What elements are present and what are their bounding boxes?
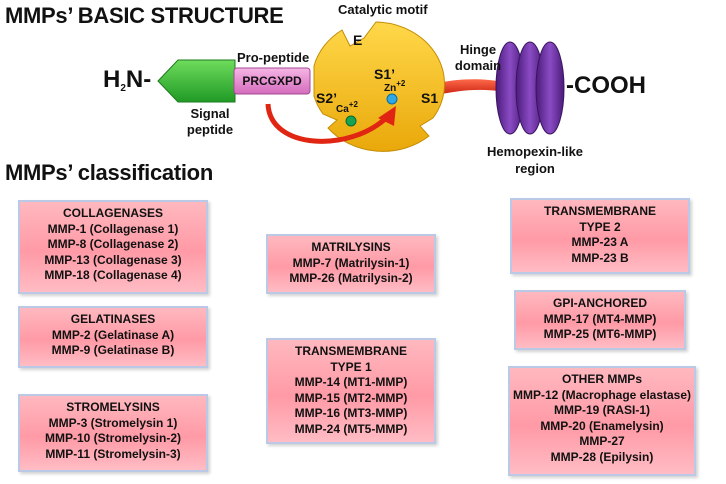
hemopexin-label: Hemopexin-like region — [480, 143, 590, 177]
class-header: TYPE 1 — [330, 359, 372, 374]
structure-title: MMPs’ BASIC STRUCTURE — [5, 3, 284, 28]
class-item: MMP-10 (Stromelysin-2) — [44, 431, 182, 446]
class-item: MMP-15 (MT2-MMP) — [294, 390, 408, 405]
pro-peptide-label: Pro-peptide — [237, 50, 310, 65]
class-item: MMP-18 (Collagenase 4) — [44, 268, 182, 283]
hinge-line2: domain — [454, 58, 502, 73]
catalytic-motif-label: Catalytic motif — [338, 2, 428, 17]
class-box-other-mmps: OTHER MMPs MMP-12 (Macrophage elastase) … — [508, 366, 696, 476]
class-item: MMP-3 (Stromelysin 1) — [48, 415, 178, 430]
class-item: MMP-14 (MT1-MMP) — [294, 375, 408, 390]
class-item: MMP-23 B — [571, 250, 629, 265]
calcium-ion — [345, 115, 357, 127]
signal-peptide-label: Signal peptide — [178, 106, 242, 138]
class-box-gpi-anchored: GPI-ANCHORED MMP-17 (MT4-MMP) MMP-25 (MT… — [514, 290, 686, 350]
s1-prime-label: S1’ — [374, 66, 396, 82]
c-terminus-label: -COOH — [566, 72, 646, 99]
signal-peptide-arrow — [157, 59, 236, 103]
s2-prime-label: S2’ — [316, 90, 338, 106]
catalytic-domain — [313, 21, 445, 152]
class-item: MMP-24 (MT5-MMP) — [294, 421, 408, 436]
class-item: MMP-26 (Matrilysin-2) — [289, 271, 413, 286]
class-header: TRANSMEMBRANE — [544, 204, 656, 218]
calcium-label: Ca+2 — [336, 100, 358, 115]
class-box-stromelysins: STROMELYSINS MMP-3 (Stromelysin 1) MMP-1… — [18, 394, 208, 472]
class-item: MMP-12 (Macrophage elastase) — [512, 387, 692, 402]
class-item: MMP-2 (Gelatinase A) — [51, 327, 175, 342]
class-box-transmembrane-type-1: TRANSMEMBRANE TYPE 1 MMP-14 (MT1-MMP) MM… — [266, 338, 436, 444]
class-box-gelatinases: GELATINASES MMP-2 (Gelatinase A) MMP-9 (… — [18, 306, 208, 368]
class-header: TRANSMEMBRANE — [295, 344, 407, 358]
class-header: MATRILYSINS — [311, 240, 391, 254]
class-item: MMP-27 — [579, 434, 625, 449]
activation-arrowhead — [378, 106, 396, 126]
pro-peptide-bar — [233, 67, 311, 95]
hemopexin-line2: region — [515, 161, 555, 176]
class-item: MMP-11 (Stromelysin-3) — [45, 446, 181, 461]
class-header: GPI-ANCHORED — [552, 296, 647, 310]
hemopexin-blade-3 — [535, 41, 565, 135]
class-header: GELATINASES — [70, 312, 156, 326]
signal-peptide-line1: Signal — [190, 106, 230, 121]
hinge-domain — [432, 79, 505, 96]
s1-label: S1 — [421, 90, 439, 106]
hinge-line1: Hinge — [459, 42, 497, 57]
class-item: MMP-23 A — [571, 235, 629, 250]
class-header: COLLAGENASES — [62, 206, 163, 220]
class-box-collagenases: COLLAGENASES MMP-1 (Collagenase 1) MMP-8… — [18, 200, 208, 294]
class-item: MMP-19 (RASI-1) — [553, 403, 650, 418]
class-item: MMP-20 (Enamelysin) — [540, 418, 664, 433]
pro-peptide-motif: PRCGXPD — [242, 74, 302, 88]
class-item: MMP-28 (Epilysin) — [550, 449, 654, 464]
class-item: MMP-1 (Collagenase 1) — [47, 221, 179, 236]
class-item: MMP-7 (Matrilysin-1) — [292, 255, 410, 270]
class-header: STROMELYSINS — [66, 400, 160, 414]
signal-peptide-line2: peptide — [186, 122, 234, 137]
zinc-ion — [386, 93, 398, 105]
class-item: MMP-13 (Collagenase 3) — [44, 252, 182, 267]
class-item: MMP-25 (MT6-MMP) — [543, 327, 657, 342]
classification-title: MMPs’ classification — [5, 160, 213, 185]
hemopexin-line1: Hemopexin-like — [486, 144, 584, 159]
class-item: MMP-16 (MT3-MMP) — [294, 406, 408, 421]
class-item: MMP-17 (MT4-MMP) — [543, 311, 657, 326]
catalytic-e-label: E — [353, 32, 363, 48]
class-header: OTHER MMPs — [561, 372, 642, 386]
class-box-transmembrane-type-2: TRANSMEMBRANE TYPE 2 MMP-23 A MMP-23 B — [510, 198, 690, 274]
class-header: TYPE 2 — [579, 219, 621, 234]
class-box-matrilysins: MATRILYSINS MMP-7 (Matrilysin-1) MMP-26 … — [266, 234, 436, 294]
class-item: MMP-9 (Gelatinase B) — [51, 343, 175, 358]
activation-arrow — [265, 103, 388, 144]
class-item: MMP-8 (Collagenase 2) — [47, 237, 179, 252]
hinge-label: Hinge domain — [448, 42, 508, 74]
n-terminus-label: H2N- — [103, 66, 152, 94]
zinc-label: Zn+2 — [384, 79, 406, 94]
